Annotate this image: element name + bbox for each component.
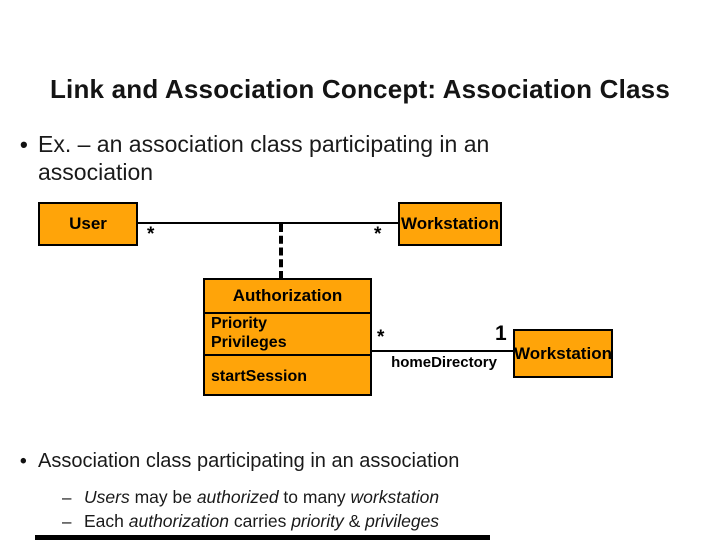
association-role-label: homeDirectory [391,354,497,371]
bullet-marker: • [20,451,27,472]
association-class-dashed-link [279,224,283,279]
uml-class-user: User [38,202,138,246]
bullet-summary-text: Association class participating in an as… [38,450,460,472]
authorization-attributes: Priority Privileges [205,314,370,357]
attribute-privileges: Privileges [211,333,287,351]
uml-class-workstation: Workstation [398,202,502,246]
bullet-example-text: Ex. – an association class participating… [38,131,490,186]
uml-class-user-label: User [69,214,107,233]
multiplicity-authorization-side: * [377,327,385,348]
attribute-priority: Priority [211,315,268,332]
operation-startsession: startSession [211,368,308,386]
uml-class-workstation-2-label: Workstation [514,343,612,363]
uml-class-workstation-2: Workstation [513,329,613,378]
uml-class-workstation-label: Workstation [401,214,499,233]
sub-bullet-users-text: Users may be authorized to many workstat… [84,487,440,507]
bullet-marker: • [20,132,28,157]
slide-title: Link and Association Concept: Associatio… [49,74,671,104]
uml-association-class-authorization: Authorization Priority Privileges startS… [203,278,372,397]
authorization-operations: startSession [205,356,370,394]
multiplicity-user-side: * [147,224,155,245]
sub-bullet-authorization-text: Each authorization carries priority & pr… [84,511,440,531]
clipped-content-bar [35,535,490,540]
sub-bullet-marker: – [62,512,72,531]
authorization-class-name: Authorization [205,280,370,314]
association-line-user-workstation [138,222,398,224]
multiplicity-workstation2-side: 1 [495,322,507,345]
association-line-authorization-workstation [371,350,513,352]
multiplicity-workstation-side: * [374,224,382,245]
sub-bullet-marker: – [62,488,72,507]
